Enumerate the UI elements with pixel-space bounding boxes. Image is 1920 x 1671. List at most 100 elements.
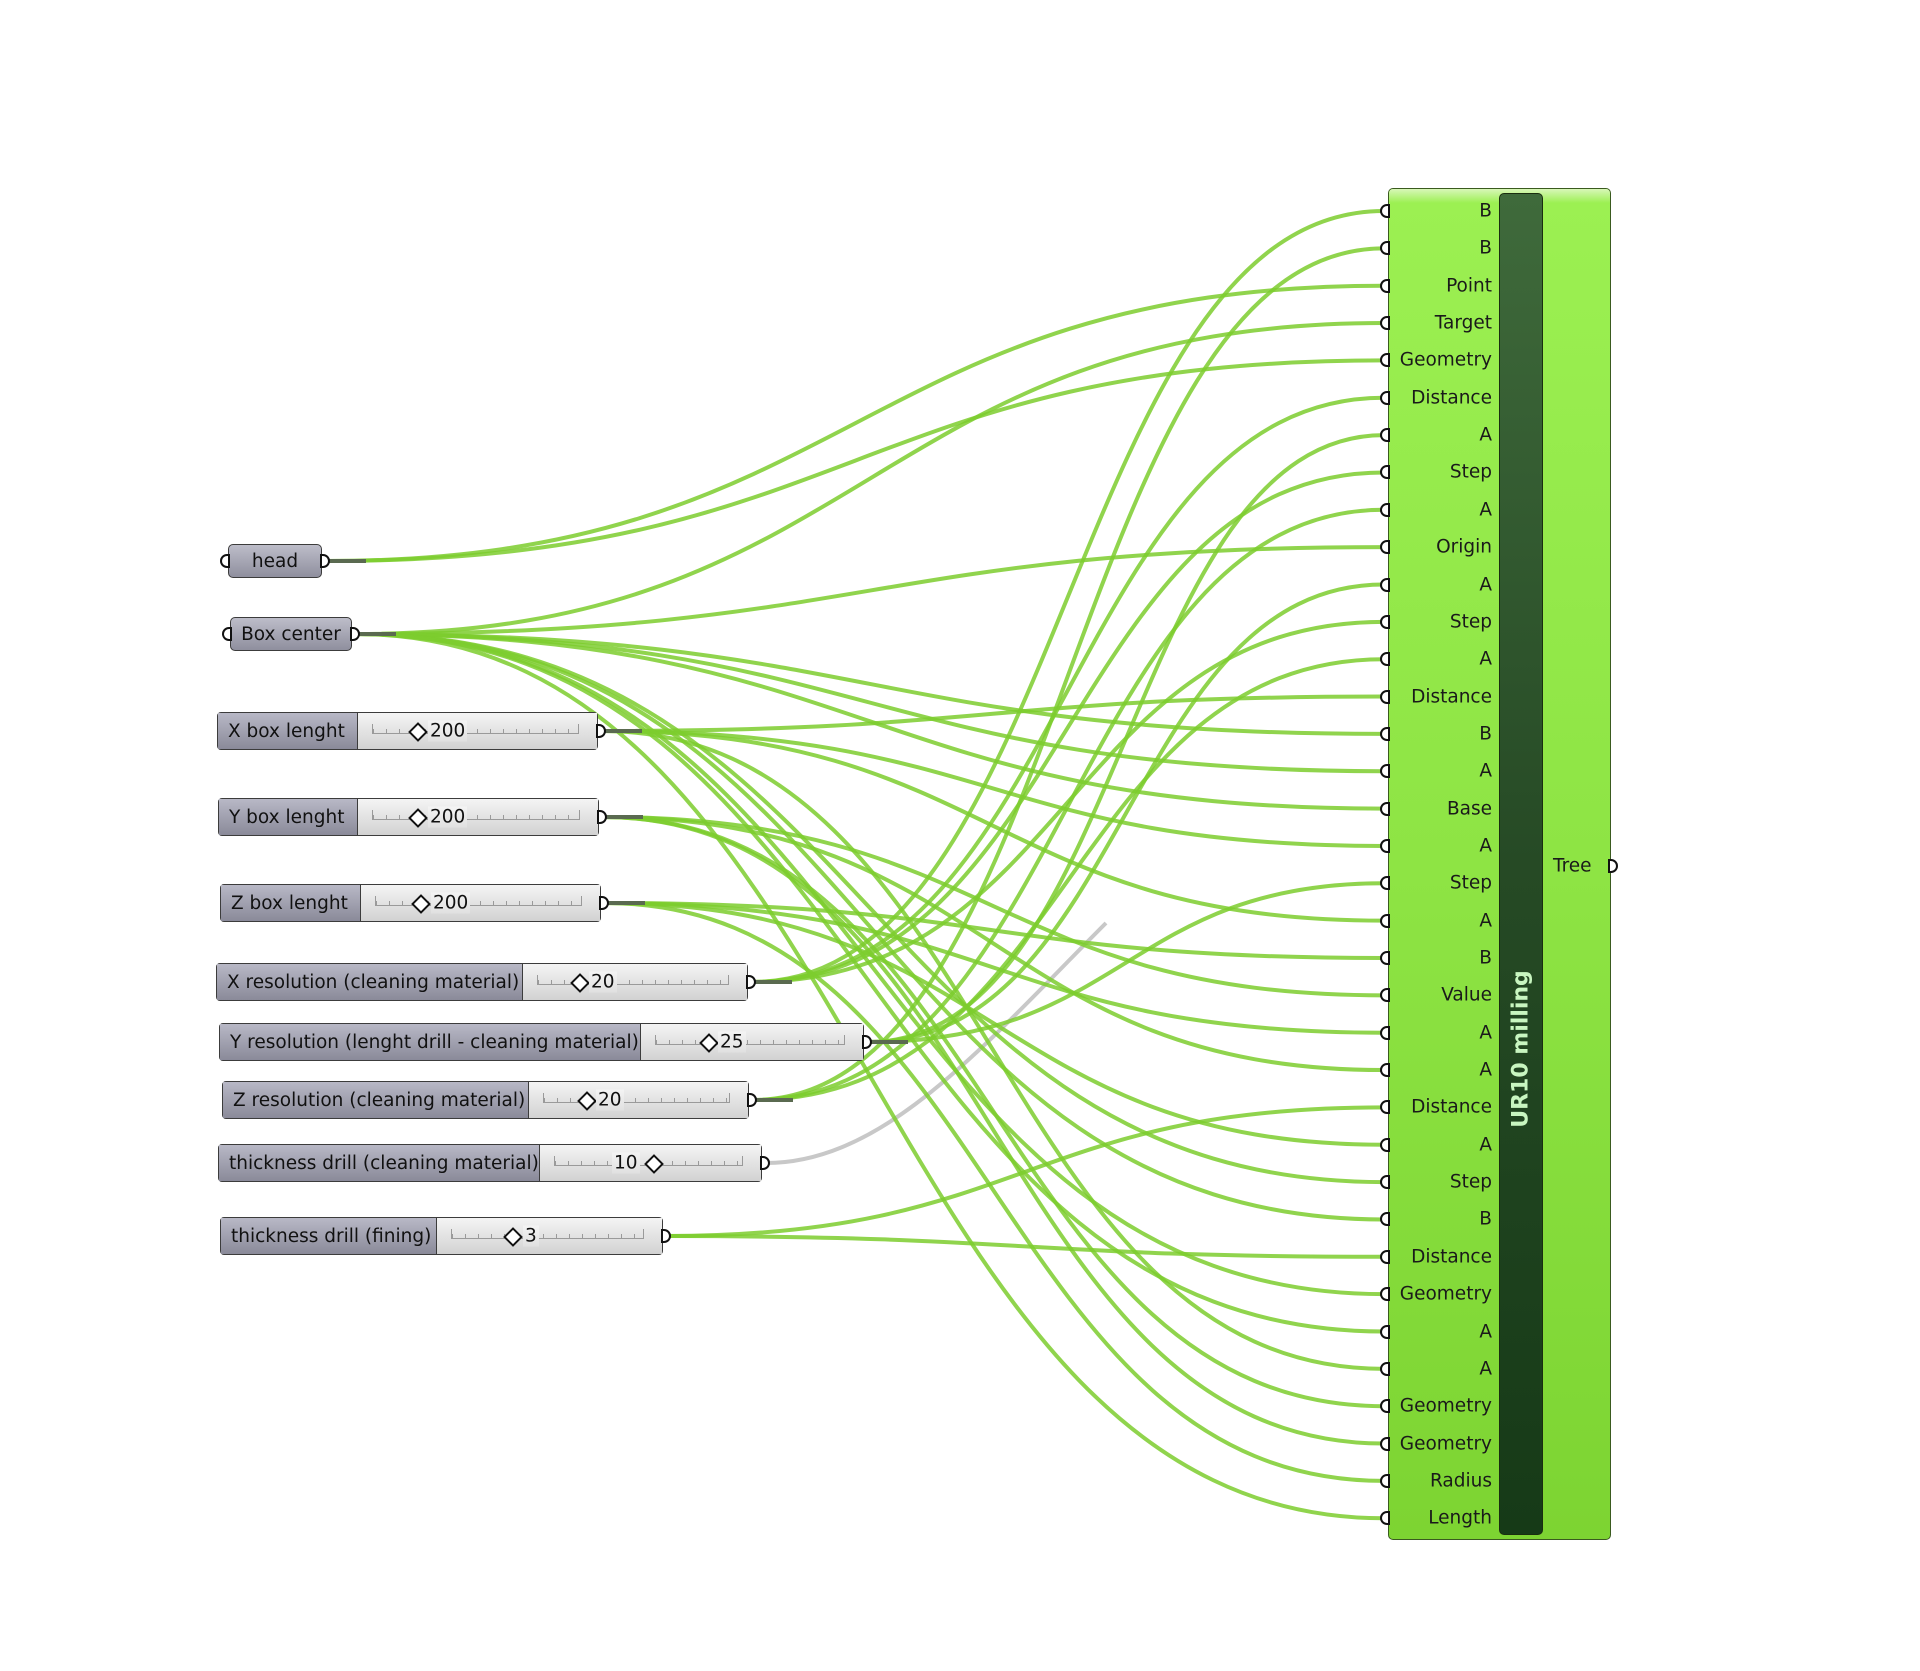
input-grip-a[interactable] [1380, 428, 1390, 443]
head-param-label: head [251, 550, 299, 572]
slider-thickness-drill-cleaning[interactable]: thickness drill (cleaning material) 10 [218, 1144, 770, 1182]
slider-y-resolution[interactable]: Y resolution (lenght drill - cleaning ma… [219, 1023, 872, 1061]
input-label-step: Step [1449, 461, 1492, 483]
input-grip-a[interactable] [1380, 838, 1390, 853]
slider-rail[interactable]: 200 [358, 799, 598, 835]
input-label-origin: Origin [1436, 536, 1492, 558]
input-grip-a[interactable] [1380, 652, 1390, 667]
input-grip-origin[interactable] [1380, 540, 1390, 555]
slider-value: 3 [523, 1225, 539, 1247]
input-grip-distance[interactable] [1380, 1100, 1390, 1115]
slider-thickness-drill-fining[interactable]: thickness drill (fining) 3 [220, 1217, 671, 1255]
input-grip-b[interactable] [1380, 951, 1390, 965]
slider-name: thickness drill (cleaning material) [219, 1145, 540, 1181]
slider-output-grip[interactable] [661, 1229, 671, 1243]
input-label-a: A [1479, 835, 1492, 857]
input-grip-a[interactable] [1380, 1324, 1390, 1339]
input-grip-step[interactable] [1380, 1175, 1390, 1190]
input-grip-geometry[interactable] [1380, 1436, 1390, 1451]
input-grip-a[interactable] [1380, 1063, 1390, 1078]
wire [355, 545, 1385, 636]
input-label-base: Base [1446, 798, 1492, 820]
slider-rail[interactable]: 200 [361, 885, 600, 921]
box-center-input-grip[interactable] [222, 627, 232, 641]
input-label-step: Step [1449, 872, 1492, 894]
input-grip-point[interactable] [1380, 278, 1390, 293]
input-grip-a[interactable] [1380, 502, 1390, 517]
wire [752, 657, 1385, 1102]
input-grip-step[interactable] [1380, 876, 1390, 891]
input-grip-a[interactable] [1380, 913, 1390, 928]
wire [604, 901, 1385, 1147]
wire [752, 246, 1385, 1102]
slider-z-box-lenght[interactable]: Z box lenght 200 [220, 884, 609, 922]
input-grip-value[interactable] [1380, 988, 1390, 1003]
slider-output-grip[interactable] [746, 975, 756, 989]
slider-output-grip[interactable] [760, 1156, 770, 1170]
box-center-output-grip[interactable] [350, 627, 360, 641]
slider-name: thickness drill (fining) [221, 1218, 437, 1254]
input-label-b: B [1479, 723, 1492, 745]
output-grip-tree[interactable] [1608, 859, 1618, 873]
wire [604, 901, 1385, 1483]
slider-rail[interactable]: 20 [529, 1082, 748, 1118]
head-output-grip[interactable] [320, 554, 330, 568]
slider-output-grip[interactable] [862, 1035, 872, 1049]
input-grip-a[interactable] [1380, 1025, 1390, 1040]
slider-z-resolution[interactable]: Z resolution (cleaning material) 20 [222, 1081, 757, 1119]
input-grip-radius[interactable] [1380, 1473, 1390, 1488]
ur10-milling-component[interactable]: UR10 milling [1388, 188, 1611, 1540]
slider-rail[interactable]: 25 [641, 1024, 863, 1060]
input-grip-geometry[interactable] [1380, 353, 1390, 368]
input-label-b: B [1479, 1208, 1492, 1230]
input-grip-b[interactable] [1380, 1212, 1390, 1227]
input-grip-b[interactable] [1380, 726, 1390, 741]
slider-x-box-lenght[interactable]: X box lenght 200 [217, 712, 606, 750]
head-param[interactable]: head [220, 544, 330, 578]
input-grip-geometry[interactable] [1380, 1287, 1390, 1302]
wire [601, 694, 1385, 733]
wire [325, 283, 1385, 563]
input-grip-distance[interactable] [1380, 390, 1390, 405]
slider-track [372, 724, 579, 734]
slider-track [375, 896, 582, 906]
input-grip-target[interactable] [1380, 316, 1390, 331]
input-grip-b[interactable] [1380, 241, 1390, 256]
slider-rail[interactable]: 3 [437, 1218, 662, 1254]
head-input-grip[interactable] [220, 554, 230, 568]
slider-track [451, 1229, 644, 1239]
slider-track [543, 1093, 730, 1103]
input-grip-step[interactable] [1380, 614, 1390, 629]
slider-track [537, 975, 729, 985]
input-label-value: Value [1441, 984, 1492, 1006]
slider-rail[interactable]: 10 [540, 1145, 761, 1181]
input-grip-a[interactable] [1380, 1361, 1390, 1376]
slider-output-grip[interactable] [597, 810, 607, 824]
input-grip-a[interactable] [1380, 577, 1390, 592]
slider-y-box-lenght[interactable]: Y box lenght 200 [218, 798, 607, 836]
input-grip-distance[interactable] [1380, 689, 1390, 704]
slider-output-grip[interactable] [747, 1093, 757, 1107]
slider-x-resolution[interactable]: X resolution (cleaning material) 20 [216, 963, 756, 1001]
input-label-length: Length [1428, 1507, 1492, 1529]
input-grip-a[interactable] [1380, 764, 1390, 779]
slider-output-grip[interactable] [596, 724, 606, 738]
input-grip-geometry[interactable] [1380, 1399, 1390, 1414]
slider-name: Y box lenght [219, 799, 358, 835]
slider-rail[interactable]: 200 [358, 713, 597, 749]
input-grip-b[interactable] [1380, 204, 1390, 218]
wire [765, 921, 1108, 1165]
slider-output-grip[interactable] [599, 896, 609, 910]
input-label-point: Point [1446, 275, 1492, 297]
input-grip-a[interactable] [1380, 1137, 1390, 1152]
input-grip-length[interactable] [1380, 1511, 1390, 1526]
input-label-geometry: Geometry [1399, 1283, 1492, 1305]
slider-rail[interactable]: 20 [523, 964, 747, 1000]
output-label-tree: Tree [1553, 855, 1592, 877]
wire [751, 470, 1385, 984]
box-center-param[interactable]: Box center [222, 617, 360, 651]
input-grip-distance[interactable] [1380, 1249, 1390, 1264]
input-grip-base[interactable] [1380, 801, 1390, 816]
input-grip-step[interactable] [1380, 465, 1390, 480]
